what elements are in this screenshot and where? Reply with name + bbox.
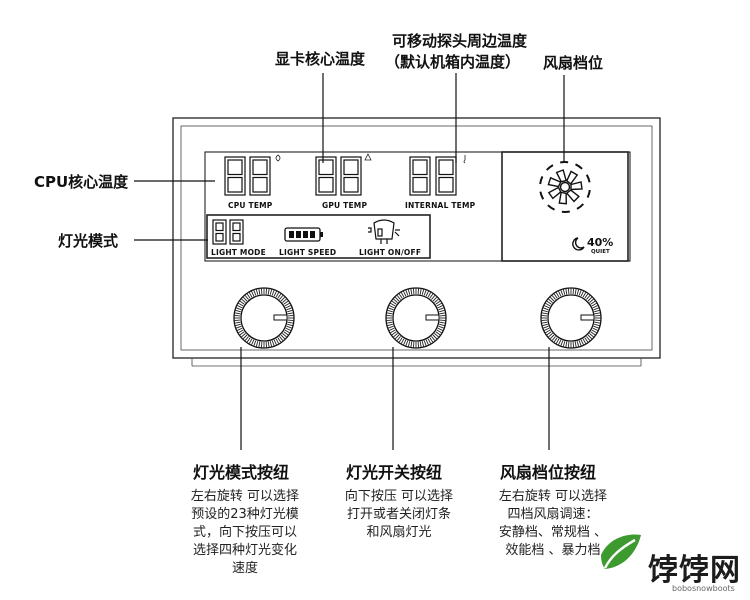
light-switch-knob[interactable] bbox=[385, 287, 447, 349]
display-area bbox=[204, 151, 631, 262]
light-switch-knob-desc: 向下按压 可以选择 打开或者关闭灯条 和风扇灯光 bbox=[344, 489, 454, 540]
segment-digit bbox=[340, 156, 362, 196]
gpu-temp-symbol-icon bbox=[364, 153, 372, 161]
internal-temp-text: INTERNAL TEMP bbox=[405, 201, 476, 210]
light-onoff-icon bbox=[368, 219, 400, 244]
light-mode-knob-desc: 左右旋转 可以选择 预设的23种灯光模 式，向下按压可以 选择四种灯光变化 速度 bbox=[190, 489, 300, 576]
fan-mode-text: QUIET bbox=[591, 249, 610, 255]
leader-lines bbox=[134, 73, 565, 450]
segment-digits bbox=[212, 156, 457, 245]
fan-display bbox=[501, 151, 629, 262]
light-switch-knob-title: 灯光开关按纽 bbox=[346, 463, 443, 482]
cpu-temp-symbol-icon bbox=[275, 154, 281, 162]
segment-digit bbox=[435, 156, 457, 196]
probe-temp-label: 可移动探头周边温度 bbox=[392, 32, 528, 50]
moon-icon bbox=[572, 237, 585, 251]
fan-icon bbox=[539, 161, 591, 213]
segment-digit bbox=[212, 219, 227, 245]
fan-gear-label: 风扇档位 bbox=[543, 54, 604, 72]
light-speed-text: LIGHT SPEED bbox=[279, 248, 337, 257]
watermark-logo bbox=[601, 534, 641, 569]
cpu-temp-text: CPU TEMP bbox=[228, 201, 273, 210]
light-display bbox=[206, 214, 431, 259]
fan-gear-knob-desc: 左右旋转 可以选择 四档风扇调速： 安静档、常规档 、 效能档 、暴力档 bbox=[498, 489, 608, 558]
watermark-url: bobosnowboots bbox=[672, 584, 735, 593]
light-speed-icon bbox=[284, 227, 323, 242]
gpu-temp-text: GPU TEMP bbox=[322, 201, 368, 210]
segment-digit bbox=[315, 156, 337, 196]
light-mode-label: 灯光模式 bbox=[58, 232, 119, 250]
gpu-core-temp-label: 显卡核心温度 bbox=[275, 50, 366, 68]
light-mode-text: LIGHT MODE bbox=[211, 248, 266, 257]
knobs bbox=[233, 287, 602, 349]
fan-gear-knob[interactable] bbox=[540, 287, 602, 349]
fan-gear-knob-title: 风扇档位按纽 bbox=[500, 463, 597, 482]
light-mode-knob-title: 灯光模式按纽 bbox=[193, 463, 290, 482]
light-onoff-text: LIGHT ON/OFF bbox=[359, 248, 422, 257]
segment-digit bbox=[249, 156, 271, 196]
cpu-core-temp-label: CPU核心温度 bbox=[34, 173, 129, 191]
segment-digit bbox=[224, 156, 246, 196]
internal-temp-symbol-icon bbox=[463, 155, 466, 164]
segment-digit bbox=[229, 219, 244, 245]
watermark-text: 饽饽网 bbox=[648, 553, 741, 588]
device-body-inner bbox=[180, 125, 653, 351]
probe-temp-sub-label: （默认机箱内温度） bbox=[385, 53, 521, 71]
light-mode-knob[interactable] bbox=[233, 287, 295, 349]
fan-percent: 40% bbox=[587, 236, 614, 249]
segment-digit bbox=[409, 156, 431, 196]
